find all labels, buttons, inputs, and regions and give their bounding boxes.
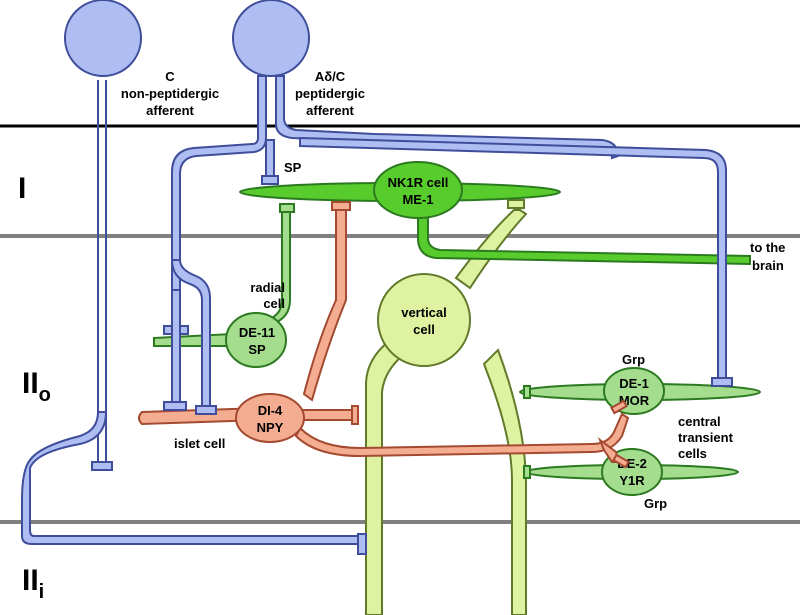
- c-afferent-label-3: afferent: [146, 103, 194, 118]
- nk1r-cell: [239, 161, 751, 266]
- central-cell-de2: [523, 448, 739, 496]
- ad-afferent-label-3: afferent: [306, 103, 354, 118]
- de1-label: DE-1: [619, 376, 649, 391]
- radial-cell-label: radial: [250, 280, 285, 295]
- lamina-i-label: I: [18, 172, 26, 205]
- islet-cell-di4: [138, 201, 630, 469]
- vertical-cell-label-2: cell: [413, 322, 435, 337]
- c-afferent-label-2: non-peptidergic: [121, 86, 219, 101]
- sp-label: SP: [284, 160, 302, 175]
- c-afferent-label: C: [165, 69, 175, 84]
- ad-afferent-label: Aδ/C: [315, 69, 346, 84]
- to-brain-label-2: brain: [752, 258, 784, 273]
- central-transient-label: central: [678, 414, 721, 429]
- ad-afferent-label-2: peptidergic: [295, 86, 365, 101]
- di4-label-2: NPY: [257, 420, 284, 435]
- ad-c-peptidergic-afferent: [163, 0, 733, 415]
- vertical-cell-label: vertical: [401, 305, 447, 320]
- lamina-iii-label: IIi: [22, 564, 44, 603]
- de11-label: DE-11: [239, 325, 275, 340]
- islet-cell-label: islet cell: [174, 436, 225, 451]
- de11-label-2: SP: [248, 342, 266, 357]
- vertical-cell: [365, 199, 528, 615]
- di4-label: DI-4: [258, 403, 283, 418]
- radial-cell-label-2: cell: [263, 296, 285, 311]
- lamina-iio-label: IIo: [22, 367, 51, 406]
- c-nonpeptidergic-afferent: [21, 0, 367, 555]
- central-transient-label-3: cells: [678, 446, 707, 461]
- central-transient-label-2: transient: [678, 430, 734, 445]
- de1-grp-label: Grp: [622, 352, 645, 367]
- de2-grp-label: Grp: [644, 496, 667, 511]
- nk1r-cell-label: NK1R cell: [388, 175, 449, 190]
- to-brain-label: to the: [750, 240, 785, 255]
- de2-label-2: Y1R: [619, 473, 645, 488]
- nk1r-cell-label-2: ME-1: [402, 192, 433, 207]
